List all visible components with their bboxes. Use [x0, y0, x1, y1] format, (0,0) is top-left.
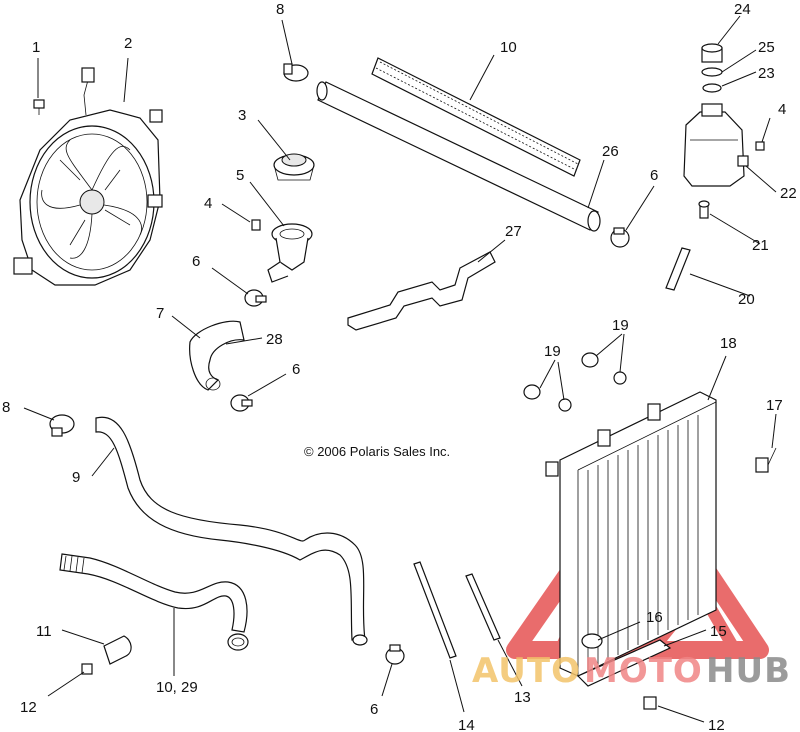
rod-part-14 — [413, 561, 457, 659]
screw-part-4-left — [251, 219, 261, 231]
clamp-part-8-top — [283, 63, 309, 82]
cap-part-24 — [701, 43, 723, 63]
screw-part-1 — [33, 99, 45, 115]
clamp-part-8-left — [49, 414, 75, 437]
cap-part-3 — [273, 153, 315, 181]
callout-5: 5 — [236, 167, 244, 184]
callout-21: 21 — [752, 237, 769, 254]
callout-1: 1 — [32, 39, 40, 56]
screw-part-12-right — [643, 696, 657, 710]
callout-20: 20 — [738, 291, 755, 308]
clamp-part-6-b — [230, 394, 253, 412]
hose-sleeve-part-10 — [371, 57, 581, 177]
callout-24: 24 — [734, 1, 751, 18]
callout-8-top: 8 — [276, 1, 284, 18]
hose-part-26 — [316, 81, 601, 232]
watermark-auto: AUTO — [472, 651, 581, 691]
callout-9: 9 — [72, 469, 80, 486]
bolt-part-17 — [755, 447, 777, 473]
bracket-part-16 — [581, 633, 603, 649]
fitting-part-21 — [698, 200, 710, 219]
bracket-part-15 — [576, 639, 672, 687]
copyright-text: © 2006 Polaris Sales Inc. — [304, 444, 450, 459]
callout-11: 11 — [36, 623, 52, 640]
callout-19-left: 19 — [544, 343, 561, 360]
callout-10-top: 10 — [500, 39, 517, 56]
callout-13: 13 — [514, 689, 531, 706]
callout-2: 2 — [124, 35, 132, 52]
rod-part-13 — [465, 573, 501, 641]
screw-part-4-right — [755, 141, 765, 151]
clamp-bracket-part-11 — [103, 635, 132, 665]
callout-6-c: 6 — [650, 167, 658, 184]
callout-28: 28 — [266, 331, 283, 348]
callout-27: 27 — [505, 223, 522, 240]
callout-16: 16 — [646, 609, 663, 626]
callout-8-left: 8 — [2, 399, 10, 416]
callout-19-right: 19 — [612, 317, 629, 334]
callout-25: 25 — [758, 39, 775, 56]
callout-14: 14 — [458, 717, 475, 732]
hose-part-7 — [189, 320, 245, 391]
bracket-part-27 — [347, 251, 496, 331]
watermark-moto: MOTO — [584, 651, 703, 691]
callout-15: 15 — [710, 623, 727, 640]
callout-7: 7 — [156, 305, 164, 322]
fan-assembly — [13, 67, 163, 286]
watermark-hub: HUB — [706, 651, 791, 691]
callout-12-right: 12 — [708, 717, 725, 732]
callout-10-29: 10, 29 — [156, 679, 198, 696]
screw-part-12-left — [81, 663, 93, 675]
watermark-text: AUTO MOTO HUB — [472, 651, 791, 691]
grommet-part-19-d — [613, 371, 627, 385]
seal-part-23 — [702, 83, 722, 93]
callout-4-right: 4 — [778, 101, 786, 118]
callout-26: 26 — [602, 143, 619, 160]
filler-neck-part-5 — [267, 223, 313, 283]
tube-part-20 — [665, 247, 691, 291]
callout-4-left: 4 — [204, 195, 212, 212]
grommet-part-19-b — [558, 398, 572, 412]
reservoir-part-22 — [683, 103, 749, 187]
grommet-part-19-c — [581, 352, 599, 368]
clamp-part-6-d — [385, 644, 405, 665]
clamp-part-6-c — [610, 227, 630, 248]
seal-part-25 — [701, 67, 723, 77]
callout-18: 18 — [720, 335, 737, 352]
callout-22: 22 — [780, 185, 797, 202]
callout-6-b: 6 — [292, 361, 300, 378]
hose-part-9 — [95, 416, 368, 646]
callout-3: 3 — [238, 107, 246, 124]
callout-23: 23 — [758, 65, 775, 82]
callout-12-left: 12 — [20, 699, 37, 716]
hose-part-10-29 — [59, 553, 249, 651]
callout-17: 17 — [766, 397, 783, 414]
leader-lines — [23, 15, 777, 723]
callout-6-d: 6 — [370, 701, 378, 718]
radiator-part-18 — [545, 391, 717, 677]
grommet-part-19-a — [523, 384, 541, 400]
clamp-part-6-a — [244, 289, 267, 307]
callout-6-a: 6 — [192, 253, 200, 270]
